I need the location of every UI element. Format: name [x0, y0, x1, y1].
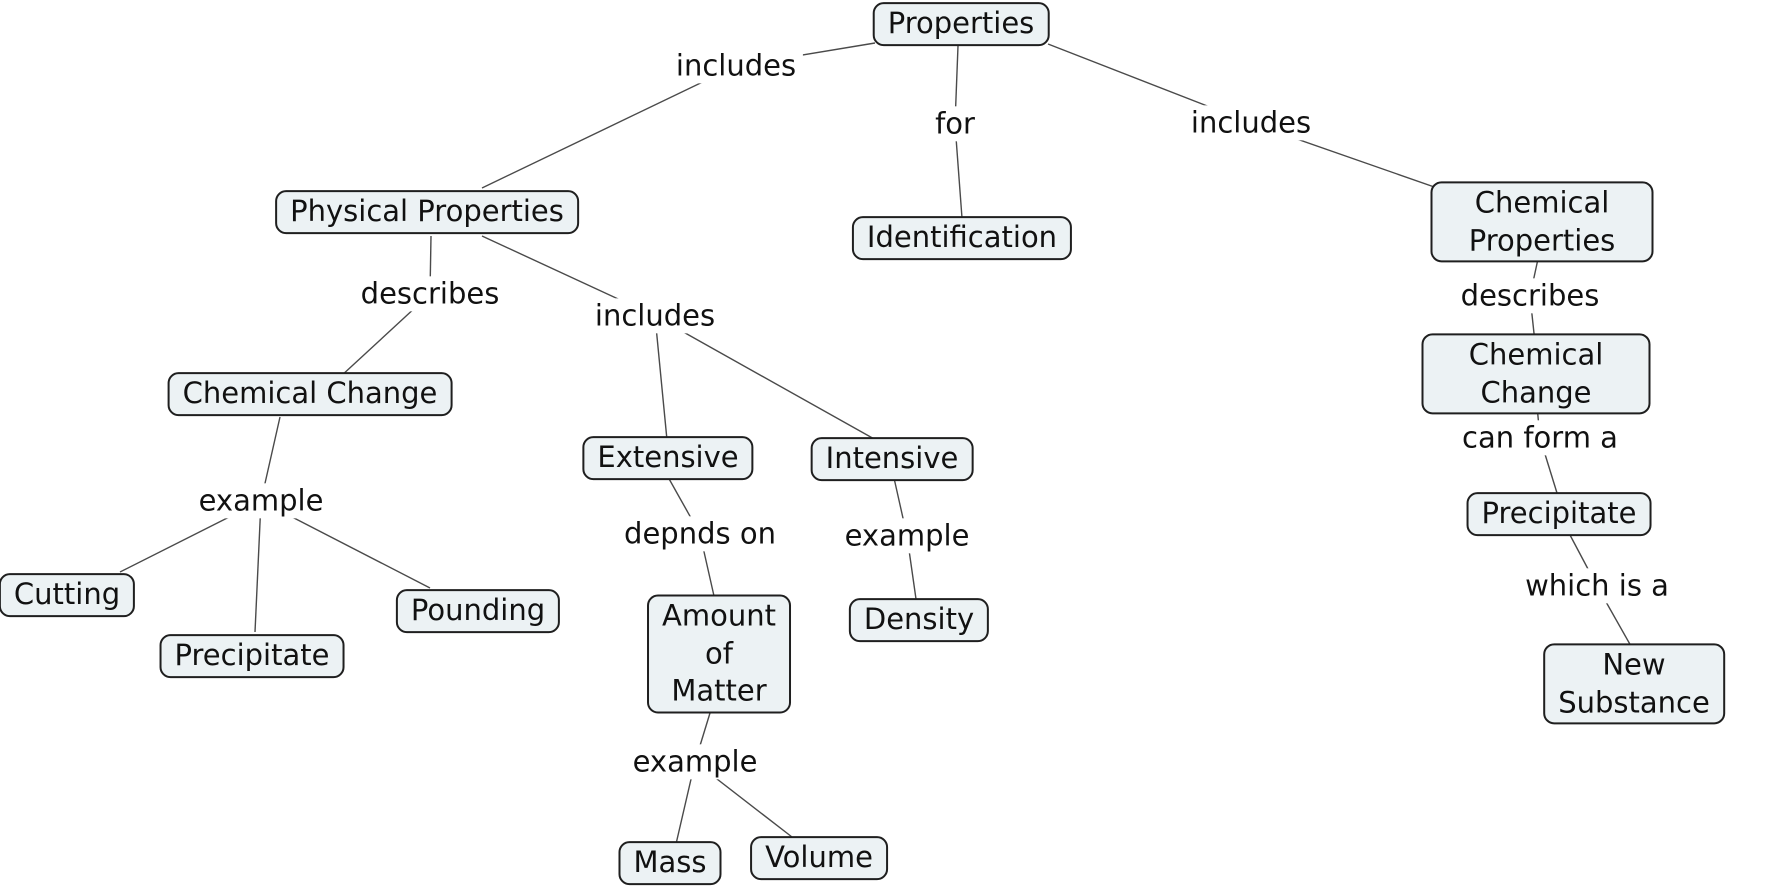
node-precipitate-right[interactable]: Precipitate [1466, 492, 1652, 536]
link-label-describes-right[interactable]: describes [1453, 278, 1607, 314]
node-density[interactable]: Density [848, 598, 990, 642]
link-label-example-intensive[interactable]: example [837, 518, 977, 554]
link-label-depnds-on[interactable]: depnds on [617, 516, 783, 552]
edge-line-10 [661, 319, 877, 441]
link-label-includes-left[interactable]: includes [668, 48, 804, 84]
node-cutting[interactable]: Cutting [0, 573, 136, 617]
node-identification[interactable]: Identification [851, 216, 1073, 260]
node-pounding[interactable]: Pounding [395, 589, 561, 633]
node-amount-of-matter[interactable]: Amount of Matter [647, 594, 791, 714]
edge-line-13 [254, 500, 262, 633]
node-chemical-change-right[interactable]: Chemical Change [1421, 333, 1651, 415]
node-chemical-change-left[interactable]: Chemical Change [167, 372, 453, 416]
link-label-example-amount[interactable]: example [625, 744, 765, 780]
edge-line-9 [654, 315, 668, 441]
node-precipitate-left[interactable]: Precipitate [159, 634, 345, 678]
link-label-includes-right[interactable]: includes [1183, 105, 1319, 141]
node-new-substance[interactable]: New Substance [1543, 643, 1725, 725]
node-volume[interactable]: Volume [750, 836, 888, 880]
link-label-which-is-a[interactable]: which is a [1518, 568, 1676, 604]
node-extensive[interactable]: Extensive [582, 436, 754, 480]
link-label-for[interactable]: for [928, 106, 982, 142]
node-mass[interactable]: Mass [618, 841, 722, 885]
link-label-describes-left[interactable]: describes [353, 276, 507, 312]
node-intensive[interactable]: Intensive [810, 437, 974, 481]
link-label-includes-mid[interactable]: includes [587, 298, 723, 334]
link-label-can-form-a[interactable]: can form a [1455, 420, 1625, 456]
node-physical-properties[interactable]: Physical Properties [275, 190, 579, 234]
node-chemical-properties[interactable]: Chemical Properties [1430, 181, 1654, 263]
node-properties[interactable]: Properties [872, 2, 1050, 46]
link-label-example-physical[interactable]: example [191, 483, 331, 519]
edge-line-1 [481, 65, 737, 189]
